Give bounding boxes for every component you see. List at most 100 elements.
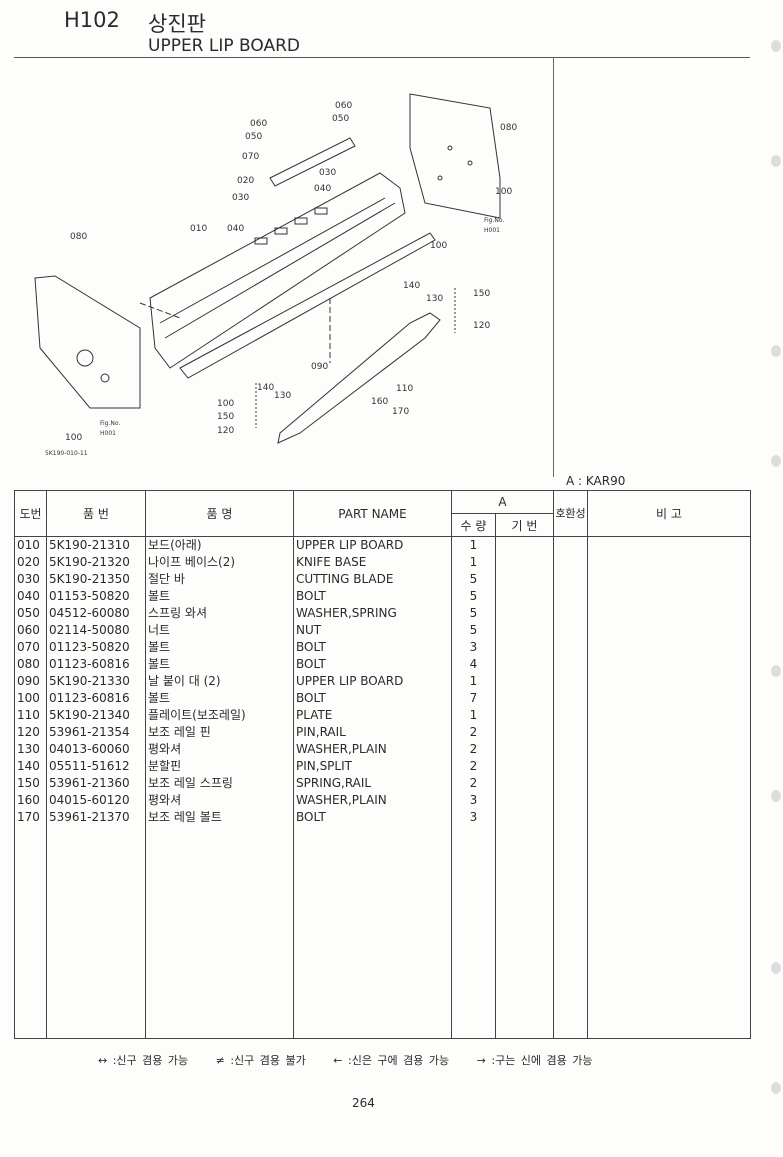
quantity: 5 bbox=[451, 622, 496, 639]
compatibility bbox=[553, 588, 588, 605]
part-name-korean: 절단 바 bbox=[145, 571, 294, 588]
remarks bbox=[587, 622, 751, 639]
compatibility bbox=[553, 690, 588, 707]
part-number-index: 150 bbox=[14, 775, 47, 792]
part-name-korean: 평와셔 bbox=[145, 792, 294, 809]
blank-cell bbox=[145, 826, 294, 1039]
part-name-korean: 볼트 bbox=[145, 656, 294, 673]
part-number-index: 100 bbox=[14, 690, 47, 707]
legend-item: ← :신은 구에 겸용 가능 bbox=[333, 1054, 450, 1067]
binding-hole bbox=[771, 345, 781, 357]
blank-cell bbox=[46, 826, 146, 1039]
svg-text:140: 140 bbox=[403, 281, 420, 291]
part-name-korean: 볼트 bbox=[145, 639, 294, 656]
base-number bbox=[495, 673, 554, 690]
legend-item: ↔ :신구 겸용 가능 bbox=[98, 1054, 189, 1067]
header-divider bbox=[14, 57, 750, 58]
svg-text:100: 100 bbox=[217, 399, 234, 409]
frame-bracket-left bbox=[34, 275, 141, 409]
col-header-compat: 호환성 bbox=[553, 490, 588, 537]
part-number: 01123-50820 bbox=[46, 639, 146, 656]
svg-text:100: 100 bbox=[495, 187, 512, 197]
svg-text:050: 050 bbox=[332, 114, 349, 124]
part-number: 53961-21354 bbox=[46, 724, 146, 741]
quantity: 5 bbox=[451, 605, 496, 622]
svg-text:100: 100 bbox=[430, 241, 447, 251]
compatibility bbox=[553, 673, 588, 690]
base-number bbox=[495, 792, 554, 809]
part-name-english: CUTTING BLADE bbox=[293, 571, 452, 588]
compatibility bbox=[553, 724, 588, 741]
part-name-korean: 스프링 와셔 bbox=[145, 605, 294, 622]
part-name-english: KNIFE BASE bbox=[293, 554, 452, 571]
remarks bbox=[587, 775, 751, 792]
svg-text:130: 130 bbox=[426, 294, 443, 304]
part-name-english: BOLT bbox=[293, 639, 452, 656]
part-number-index: 120 bbox=[14, 724, 47, 741]
quantity: 2 bbox=[451, 741, 496, 758]
part-name-korean: 볼트 bbox=[145, 588, 294, 605]
base-number bbox=[495, 724, 554, 741]
svg-text:030: 030 bbox=[232, 193, 249, 203]
part-number-index: 140 bbox=[14, 758, 47, 775]
base-number bbox=[495, 639, 554, 656]
rail-plate bbox=[277, 312, 441, 444]
part-number: 04512-60080 bbox=[46, 605, 146, 622]
remarks bbox=[587, 707, 751, 724]
svg-text:110: 110 bbox=[396, 384, 413, 394]
remarks bbox=[587, 571, 751, 588]
legend-item: → :구는 신에 겸용 가능 bbox=[476, 1054, 593, 1067]
base-number bbox=[495, 571, 554, 588]
svg-text:050: 050 bbox=[245, 132, 262, 142]
part-name-english: UPPER LIP BOARD bbox=[293, 536, 452, 554]
compatibility bbox=[553, 536, 588, 554]
compatibility bbox=[553, 707, 588, 724]
svg-text:060: 060 bbox=[250, 119, 267, 129]
part-name-english: WASHER,SPRING bbox=[293, 605, 452, 622]
part-name-english: PLATE bbox=[293, 707, 452, 724]
quantity: 2 bbox=[451, 724, 496, 741]
blade-holder bbox=[179, 232, 436, 379]
svg-text:010: 010 bbox=[190, 224, 207, 234]
svg-text:070: 070 bbox=[242, 152, 259, 162]
col-header-name-ko: 품 명 bbox=[145, 490, 294, 537]
part-name-korean: 날 붙이 대 (2) bbox=[145, 673, 294, 690]
figure-divider bbox=[553, 57, 554, 477]
svg-text:100: 100 bbox=[65, 433, 82, 443]
part-number-index: 090 bbox=[14, 673, 47, 690]
part-number: 53961-21360 bbox=[46, 775, 146, 792]
part-name-korean: 보조 레일 스프링 bbox=[145, 775, 294, 792]
part-number: 5K190-21350 bbox=[46, 571, 146, 588]
part-name-english: SPRING,RAIL bbox=[293, 775, 452, 792]
quantity: 2 bbox=[451, 758, 496, 775]
quantity: 5 bbox=[451, 571, 496, 588]
part-name-korean: 나이프 베이스(2) bbox=[145, 554, 294, 571]
blank-cell bbox=[14, 826, 47, 1039]
quantity: 1 bbox=[451, 707, 496, 724]
base-number bbox=[495, 775, 554, 792]
remarks bbox=[587, 792, 751, 809]
part-name-korean: 보드(아래) bbox=[145, 536, 294, 554]
upper-lip-board bbox=[149, 172, 406, 369]
part-name-english: UPPER LIP BOARD bbox=[293, 673, 452, 690]
binding-hole bbox=[771, 1082, 781, 1094]
blank-cell bbox=[495, 826, 554, 1039]
col-header-no: 도번 bbox=[14, 490, 47, 537]
part-name-english: BOLT bbox=[293, 588, 452, 605]
part-number-index: 110 bbox=[14, 707, 47, 724]
base-number bbox=[495, 554, 554, 571]
page-title-korean: 상진판 bbox=[148, 12, 206, 36]
quantity: 4 bbox=[451, 656, 496, 673]
part-number: 01123-60816 bbox=[46, 656, 146, 673]
frame-bracket-right bbox=[409, 93, 501, 219]
compatibility bbox=[553, 605, 588, 622]
remarks bbox=[587, 741, 751, 758]
part-name-korean: 보조 레일 핀 bbox=[145, 724, 294, 741]
